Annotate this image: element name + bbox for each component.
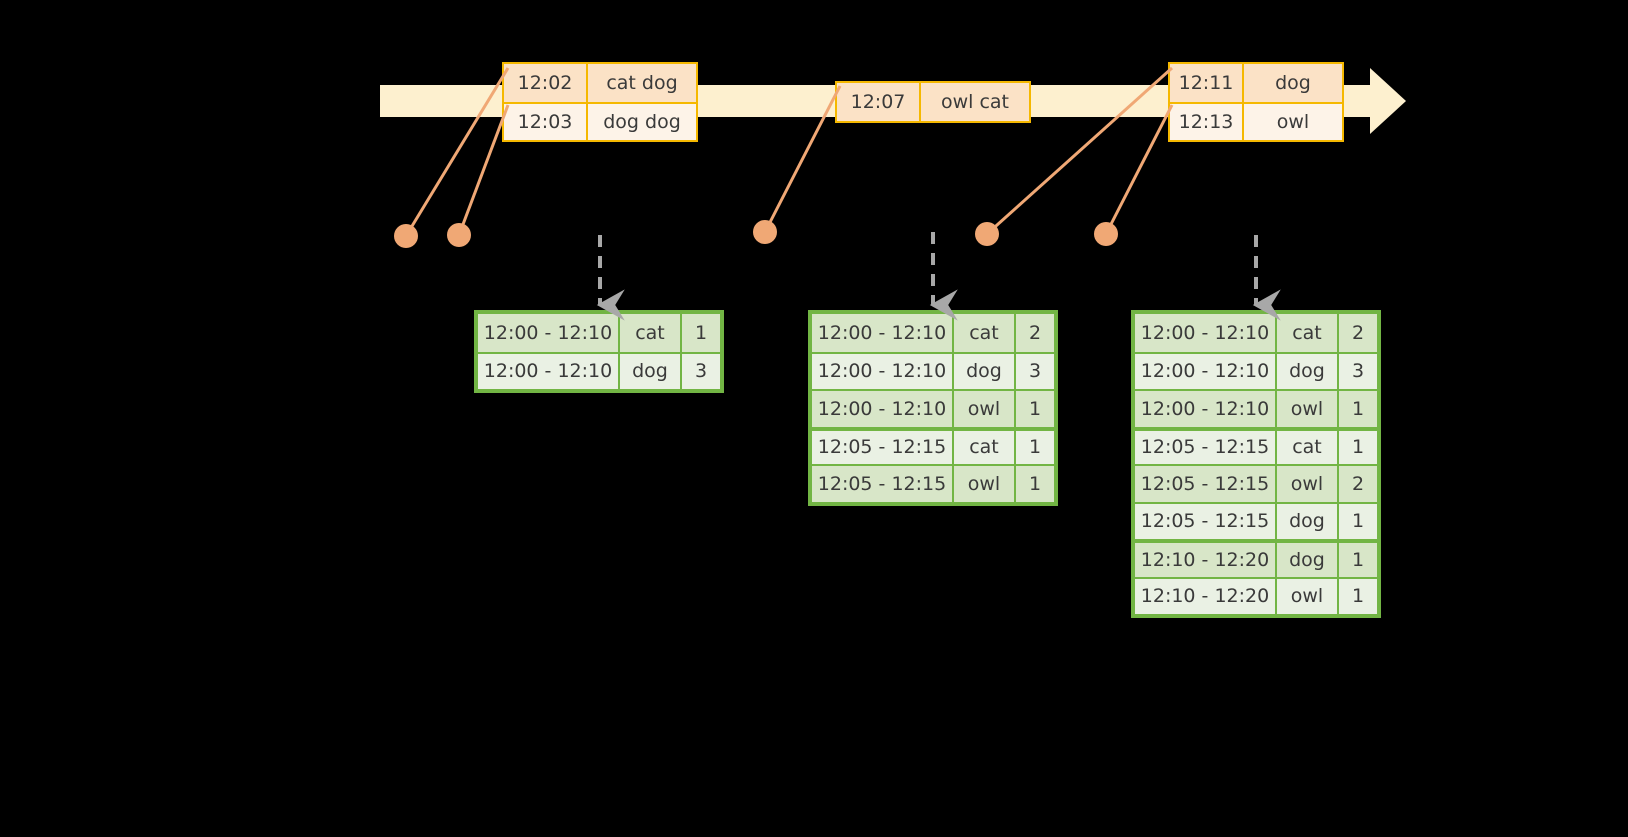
event-row[interactable]: 12:13 owl: [1170, 102, 1342, 140]
cell-window: 12:00 - 12:10: [1135, 353, 1277, 389]
event-words: owl cat: [940, 91, 1010, 113]
event-row[interactable]: 12:07 owl cat: [837, 83, 1029, 121]
cell-count: 1: [1028, 436, 1042, 459]
event-words: dog dog: [603, 111, 681, 133]
cell-key: dog: [954, 353, 1016, 389]
cell-key: cat: [1277, 314, 1339, 352]
connector-line-5: [1104, 104, 1174, 235]
cell-key: cat: [1277, 430, 1339, 464]
event-box-b[interactable]: 12:07 owl cat: [835, 81, 1031, 123]
event-row[interactable]: 12:11 dog: [1170, 64, 1342, 102]
cell-key: owl: [1277, 578, 1339, 614]
cell-key: dog: [1277, 543, 1339, 577]
cell-window: 12:00 - 12:10: [812, 353, 954, 389]
cell-key: owl: [1277, 466, 1339, 502]
cell-window: 12:05 - 12:15: [1135, 430, 1277, 464]
cell-count: 2: [1351, 321, 1365, 344]
event-row[interactable]: 12:03 dog dog: [504, 102, 696, 140]
cell-count: 1: [1028, 472, 1042, 495]
event-dot-1[interactable]: [394, 224, 418, 248]
event-words: cat dog: [606, 72, 678, 94]
cell-window: 12:05 - 12:15: [1135, 503, 1277, 539]
cell-count: 3: [1351, 360, 1365, 383]
event-dot-2[interactable]: [447, 223, 471, 247]
cell-count: 3: [1028, 360, 1042, 383]
event-dot-5[interactable]: [1094, 222, 1118, 246]
cell-count: 1: [1351, 585, 1365, 608]
cell-key: cat: [954, 314, 1016, 352]
cell-key: owl: [954, 391, 1016, 427]
cell-key: dog: [1277, 353, 1339, 389]
cell-count: 2: [1351, 472, 1365, 495]
cell-window: 12:00 - 12:10: [478, 314, 620, 352]
cell-key: cat: [620, 314, 682, 352]
cell-count: 1: [1351, 510, 1365, 533]
event-time: 12:13: [1170, 104, 1244, 140]
cell-window: 12:05 - 12:15: [812, 430, 954, 464]
event-box-c[interactable]: 12:11 dog 12:13 owl: [1168, 62, 1344, 142]
cell-window: 12:00 - 12:10: [1135, 314, 1277, 352]
cell-window: 12:05 - 12:15: [812, 466, 954, 502]
cell-count: 1: [1351, 397, 1365, 420]
cell-window: 12:00 - 12:10: [1135, 391, 1277, 427]
cell-window: 12:00 - 12:10: [812, 391, 954, 427]
event-row[interactable]: 12:02 cat dog: [504, 64, 696, 102]
cell-count: 1: [1351, 548, 1365, 571]
cell-key: dog: [620, 353, 682, 389]
cell-key: owl: [1277, 391, 1339, 427]
cell-count: 1: [1028, 397, 1042, 420]
cell-count: 2: [1028, 321, 1042, 344]
cell-window: 12:10 - 12:20: [1135, 578, 1277, 614]
cell-window: 12:00 - 12:10: [478, 353, 620, 389]
event-time: 12:11: [1170, 64, 1244, 102]
timeline-arrow-head: [1370, 68, 1406, 134]
connector-line-2: [457, 104, 510, 236]
cell-count: 1: [694, 321, 708, 344]
cell-window: 12:00 - 12:10: [812, 314, 954, 352]
cell-key: owl: [954, 466, 1016, 502]
cell-window: 12:10 - 12:20: [1135, 543, 1277, 577]
event-box-a[interactable]: 12:02 cat dog 12:03 dog dog: [502, 62, 698, 142]
cell-count: 3: [694, 360, 708, 383]
event-dot-3[interactable]: [753, 220, 777, 244]
event-dot-4[interactable]: [975, 222, 999, 246]
cell-count: 1: [1351, 436, 1365, 459]
event-words: owl: [1276, 111, 1310, 133]
cell-key: cat: [954, 430, 1016, 464]
event-time: 12:07: [837, 83, 921, 121]
event-time: 12:03: [504, 104, 588, 140]
event-words: dog: [1275, 72, 1311, 94]
cell-window: 12:05 - 12:15: [1135, 466, 1277, 502]
cell-key: dog: [1277, 503, 1339, 539]
event-time: 12:02: [504, 64, 588, 102]
